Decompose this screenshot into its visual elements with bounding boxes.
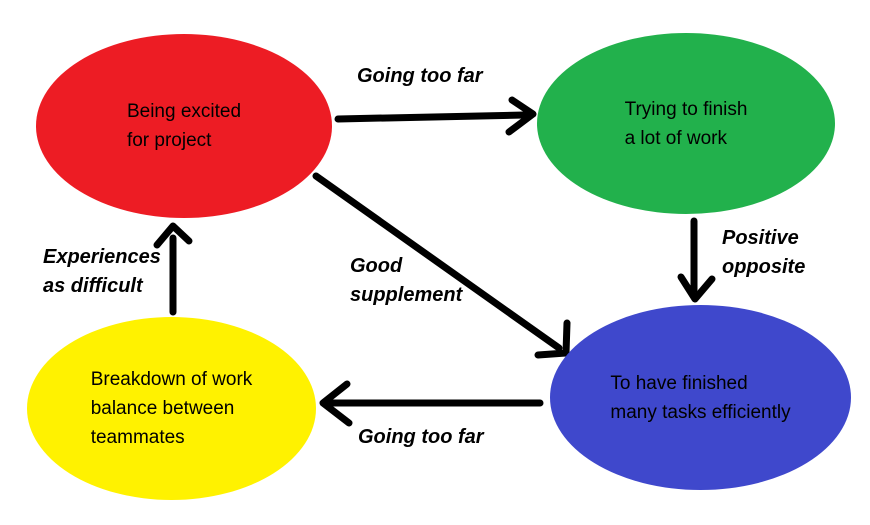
arrow-experiences-as-difficult <box>153 222 193 316</box>
node-trying-to-finish-label: Trying to finish a lot of work <box>624 98 748 149</box>
arrow-going-too-far-top <box>334 96 537 136</box>
edge-label-good-supplement: Good supplement <box>350 255 463 306</box>
edge-label-going-too-far-bottom: Going too far <box>358 426 484 448</box>
node-breakdown-work-balance: Breakdown of work balance between teamma… <box>27 317 316 500</box>
node-being-excited-label: Being excited for project <box>126 101 242 151</box>
node-breakdown-work-balance-label: Breakdown of work balance between teamma… <box>90 369 253 448</box>
edge-label-positive-opposite: Positive opposite <box>722 227 806 278</box>
node-trying-to-finish: Trying to finish a lot of work <box>537 33 835 214</box>
node-being-excited: Being excited for project <box>36 34 332 218</box>
arrow-good-supplement <box>312 172 571 359</box>
node-finished-many-tasks: To have finished many tasks efficiently <box>550 305 851 490</box>
arrow-positive-opposite <box>677 217 716 303</box>
edge-label-going-too-far-top: Going too far <box>357 65 483 87</box>
edge-label-experiences-as-difficult: Experiences as difficult <box>43 246 161 297</box>
arrow-going-too-far-bottom <box>319 380 544 427</box>
node-finished-many-tasks-label: To have finished many tasks efficiently <box>610 372 791 423</box>
